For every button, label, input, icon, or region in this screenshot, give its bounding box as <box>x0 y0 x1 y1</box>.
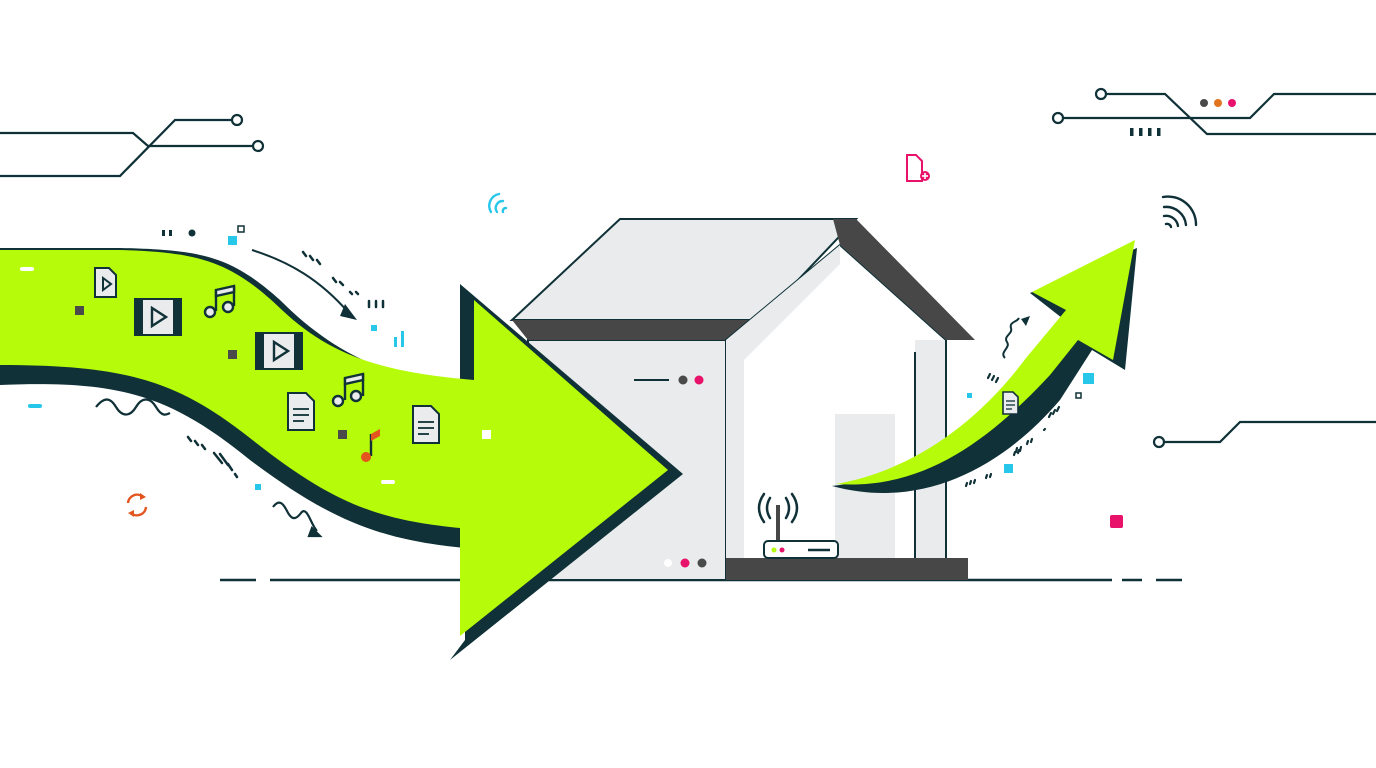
motion-dashes-right <box>964 372 1061 488</box>
circuit-line-right <box>1152 420 1376 449</box>
film-play-icon <box>255 332 303 370</box>
accent-marks-left <box>162 225 404 490</box>
circuit-lines-top-left <box>0 113 265 178</box>
wifi-signal-icon <box>488 192 508 214</box>
document-icon <box>412 405 440 444</box>
document-icon-small <box>1002 391 1019 415</box>
router-icon <box>757 492 839 559</box>
accent-marks-right <box>967 316 1123 528</box>
music-note-icon <box>203 284 236 319</box>
music-note-icon <box>331 372 365 408</box>
refresh-icon <box>126 493 148 517</box>
stream-accents <box>20 267 491 484</box>
film-play-icon <box>134 298 182 336</box>
add-file-icon <box>906 154 930 182</box>
outgoing-growth-arrow <box>832 240 1137 493</box>
video-file-icon <box>94 267 117 298</box>
wifi-signal-icon-right <box>1161 195 1198 229</box>
document-icon <box>287 392 315 431</box>
curved-flow-arrow <box>251 249 357 320</box>
squiggle-lines <box>95 398 323 538</box>
music-note-red-icon <box>361 429 380 462</box>
incoming-data-arrow <box>0 248 683 660</box>
motion-dashes <box>186 250 385 479</box>
circuit-lines-top-right <box>1051 87 1376 136</box>
status-dots-top-right <box>1130 99 1236 136</box>
